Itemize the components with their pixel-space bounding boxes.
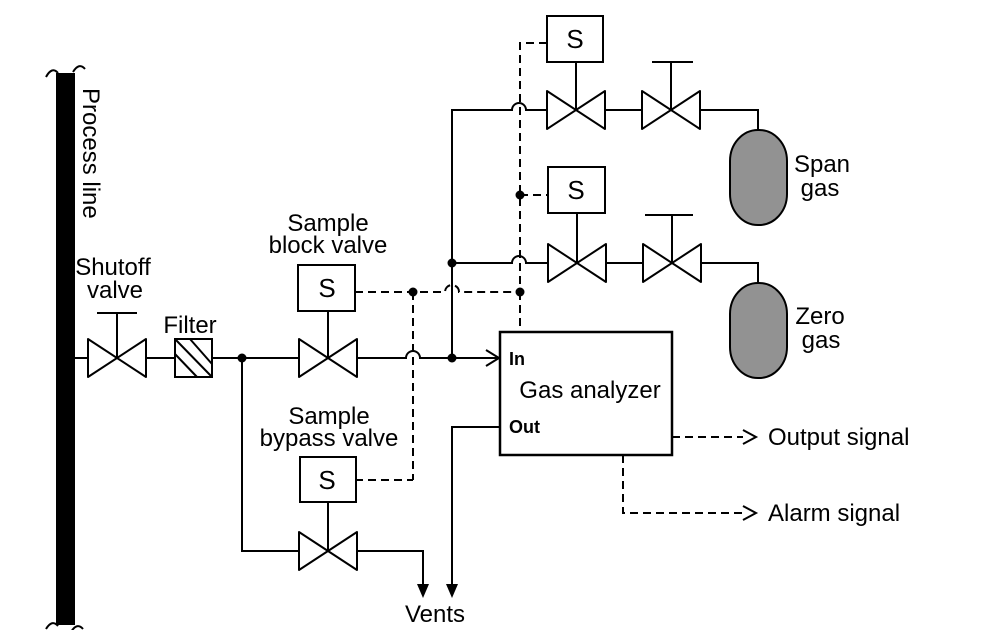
- span-solenoid-valve-icon: [546, 90, 606, 130]
- signal-tubing-dashed-horizontals: [355, 194, 759, 521]
- pipe-break-squiggle-icon: [71, 625, 84, 630]
- alarm-signal-line: [622, 455, 743, 514]
- junction-dot: [515, 287, 525, 297]
- shutoff-valve-symbol: Shutoff valve: [75, 254, 151, 378]
- sample-block-valve-label: block valve: [269, 232, 388, 259]
- process-line: Process line: [45, 65, 104, 630]
- analyzer-in-port-label: In: [509, 349, 525, 369]
- solenoid-box: [546, 15, 604, 63]
- blockvalve-to-analyzer-line: [357, 350, 497, 359]
- pipe-break-squiggle-icon: [45, 622, 59, 630]
- solenoid-label: S: [567, 175, 584, 205]
- bypass-branch-line: [241, 358, 299, 552]
- span-manual-valve-icon: [641, 90, 701, 130]
- calibration-zero-line: [452, 255, 548, 264]
- valve-body-icon: [298, 531, 358, 571]
- valve-handle-icon: [97, 312, 137, 358]
- sample-tubing-solid: [75, 102, 759, 598]
- vents-label: Vents: [405, 601, 465, 628]
- junction-dot: [237, 353, 247, 363]
- filter-label: Filter: [163, 312, 216, 339]
- process-pipe-bar: [56, 73, 75, 625]
- alarm-signal-label: Alarm signal: [768, 500, 900, 527]
- sample-block-valve-label: Sample: [287, 210, 368, 237]
- filter-symbol: Filter: [163, 312, 217, 378]
- valve-body-icon: [87, 338, 147, 378]
- analyzer-out-to-vent-line: [451, 426, 500, 585]
- zero-cylinder-link-line: [701, 262, 759, 283]
- sample-block-valve-symbol: S Sample block valve: [269, 210, 388, 378]
- span-cylinder-link-line: [700, 109, 759, 130]
- zero-gas-label: gas: [802, 327, 841, 354]
- span-gas-train: S Span gas: [546, 15, 850, 226]
- block-solenoid-signal-line: [355, 284, 520, 293]
- shutoff-valve-label: valve: [87, 277, 143, 304]
- span-gas-label: Span: [794, 151, 850, 178]
- junction-dot: [447, 258, 457, 268]
- vent-arrow-icon: [417, 584, 429, 598]
- junction-dot: [515, 190, 525, 200]
- process-line-label: Process line: [77, 88, 104, 219]
- solenoid-label: S: [566, 24, 583, 54]
- gas-analyzer: In Gas analyzer Out: [498, 330, 674, 457]
- vent-arrow-icon: [446, 584, 458, 598]
- pipe-break-squiggle-icon: [45, 69, 59, 78]
- span-gas-cylinder: [729, 129, 788, 226]
- calibration-riser-span-line: [451, 102, 547, 358]
- zero-solenoid-valve-icon: [547, 243, 607, 283]
- zero-gas-cylinder: [729, 282, 788, 379]
- span-solenoid-signal-line: [519, 42, 547, 292]
- shutoff-valve-label: Shutoff: [75, 254, 151, 281]
- solenoid-label: S: [318, 465, 335, 495]
- valve-body-icon: [298, 338, 358, 378]
- sample-bypass-valve-label: Sample: [288, 403, 369, 430]
- analyzer-out-port-label: Out: [509, 417, 540, 437]
- gas-analyzer-box: [498, 330, 674, 457]
- junction-dot: [447, 353, 457, 363]
- zero-gas-train: S Zero gas: [547, 166, 845, 379]
- alarm-signal-arrow-icon: [742, 505, 759, 521]
- pipe-break-squiggle-icon: [72, 65, 86, 73]
- signal-tubing-dashed-verticals: [412, 42, 547, 480]
- zero-gas-label: Zero: [795, 303, 844, 330]
- solenoid-box: [297, 264, 356, 312]
- output-signal-arrow-icon: [742, 429, 759, 445]
- solenoid-box: [547, 166, 606, 214]
- bypass-to-vent-line: [357, 550, 424, 585]
- sample-bypass-valve-symbol: S Sample bypass valve: [260, 403, 399, 571]
- span-gas-label: gas: [801, 175, 840, 202]
- output-signal-label: Output signal: [768, 424, 909, 451]
- sample-bypass-valve-label: bypass valve: [260, 425, 399, 452]
- gas-analyzer-label: Gas analyzer: [519, 377, 660, 404]
- filter-hatch-icon: [174, 338, 213, 378]
- junction-dots: [237, 190, 525, 363]
- junction-dot: [408, 287, 418, 297]
- solenoid-label: S: [318, 273, 335, 303]
- valve-handle-icon: [652, 61, 693, 110]
- zero-manual-valve-icon: [642, 243, 702, 283]
- valve-handle-icon: [645, 214, 693, 263]
- solenoid-box: [299, 456, 357, 503]
